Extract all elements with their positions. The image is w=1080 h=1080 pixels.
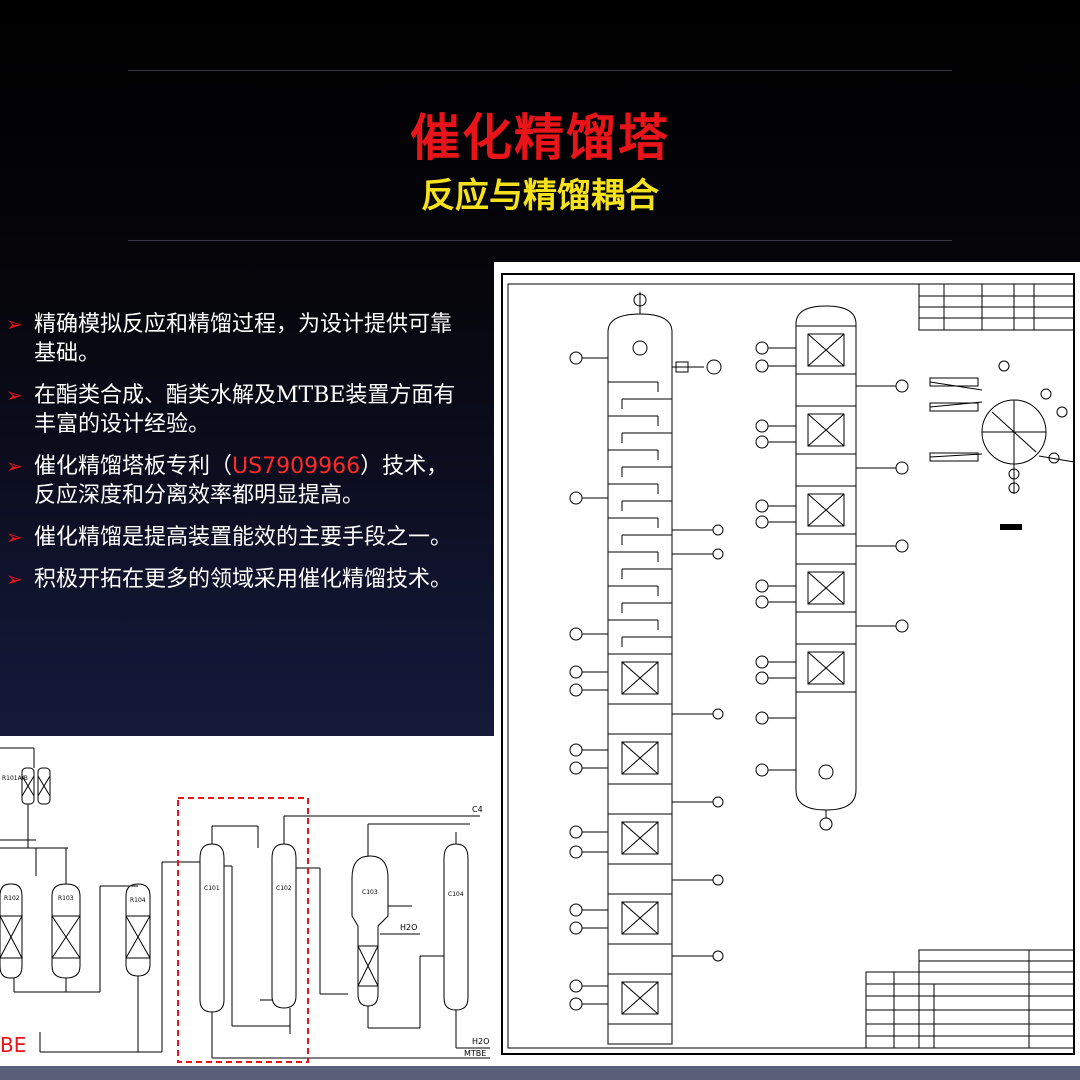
reactor-r104	[125, 883, 151, 977]
top-divider	[128, 70, 952, 71]
reactor-r103	[51, 883, 81, 979]
column-c102	[271, 843, 297, 1009]
arrow-bullet-icon: ➢	[6, 454, 23, 478]
bullet-item: ➢ 催化精馏是提高装置能效的主要手段之一。	[6, 523, 456, 552]
arrow-bullet-icon: ➢	[6, 312, 23, 336]
unit-label: R102	[4, 895, 20, 902]
bullet-text: 在酯类合成、酯类水解及MTBE装置方面有丰富的设计经验。	[34, 383, 456, 437]
bottom-divider	[128, 240, 952, 241]
bullet-text: 精确模拟反应和精馏过程，为设计提供可靠基础。	[34, 312, 453, 366]
unit-label: R104	[130, 897, 146, 904]
reactor-r101b	[37, 767, 51, 805]
bullet-list: ➢ 精确模拟反应和精馏过程，为设计提供可靠基础。 ➢ 在酯类合成、酯类水解及MT…	[6, 310, 456, 607]
unit-label: C101	[204, 885, 220, 892]
arrow-bullet-icon: ➢	[6, 567, 23, 591]
reactor-r102	[0, 883, 23, 979]
patent-number: US7909966	[232, 454, 361, 479]
bullet-item: ➢ 积极开拓在更多的领域采用催化精馏技术。	[6, 565, 456, 594]
bullet-text: 积极开拓在更多的领域采用催化精馏技术。	[34, 567, 453, 592]
unit-label: R101A/B	[2, 775, 28, 782]
unit-label: R103	[58, 895, 74, 902]
bullet-item: ➢ 催化精馏塔板专利（US7909966）技术，反应深度和分离效率都明显提高。	[6, 452, 456, 510]
highlight-box	[177, 797, 309, 1063]
stream-label-h2o-out: H2O	[472, 1037, 489, 1046]
unit-label: C103	[362, 889, 378, 896]
slide-subtitle: 反应与精馏耦合	[421, 176, 659, 216]
stream-label-c4: C4	[472, 805, 483, 814]
process-flow-image: R101A/B R102 R103 R104 C101 C102 C103 C1…	[0, 736, 496, 1070]
stream-label-h2o: H2O	[400, 923, 417, 932]
bullet-item: ➢ 在酯类合成、酯类水解及MTBE装置方面有丰富的设计经验。	[6, 381, 456, 439]
bullet-text: 催化精馏塔板专利（	[34, 454, 233, 479]
bullet-text: ）技术，反应深度和分离效率都明显提高。	[34, 454, 449, 508]
footer-band	[0, 1066, 1080, 1080]
column-c101	[199, 843, 225, 1013]
bullet-item: ➢ 精确模拟反应和精馏过程，为设计提供可靠基础。	[6, 310, 456, 368]
product-label: BE	[0, 1033, 26, 1057]
unit-label: C102	[276, 885, 292, 892]
column-c104	[443, 843, 469, 1011]
arrow-bullet-icon: ➢	[6, 383, 23, 407]
stream-label-mtbe: MTBE	[464, 1049, 486, 1058]
slide-title: 催化精馏塔	[410, 109, 670, 167]
column-drawing-image	[494, 262, 1080, 1070]
arrow-bullet-icon: ➢	[6, 525, 23, 549]
process-flow-diagram: R101A/B R102 R103 R104 C101 C102 C103 C1…	[0, 747, 490, 1063]
bullet-text: 催化精馏是提高装置能效的主要手段之一。	[34, 525, 453, 550]
column-c103	[351, 855, 389, 1007]
unit-label: C104	[448, 891, 464, 898]
column-drawing	[501, 273, 1075, 1055]
